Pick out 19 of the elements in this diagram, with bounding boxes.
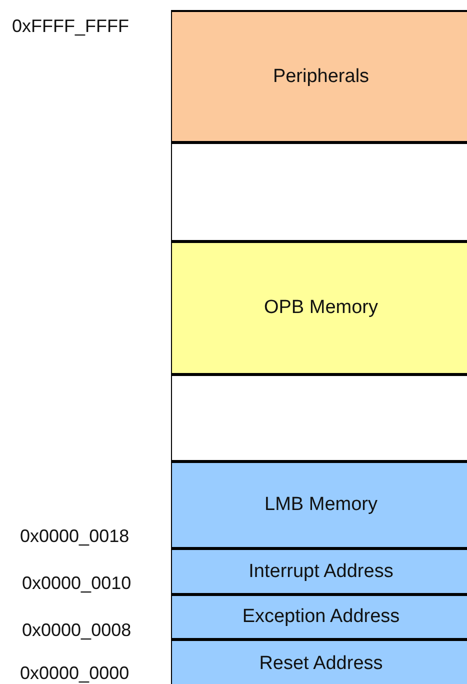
address-label: 0xFFFF_FFFF [12,16,129,37]
empty-region [171,142,467,241]
memory-region [171,594,467,639]
region-label: OPB Memory [264,297,378,319]
memory-region [171,241,467,374]
memory-region [171,10,467,142]
memory-region [171,461,467,548]
address-label: 0x0000_0008 [22,620,132,641]
region-label: Exception Address [242,606,400,628]
region-label: LMB Memory [264,494,378,516]
address-label: 0x0000_0018 [20,526,130,547]
region-label: Peripherals [272,66,370,88]
memory-region [171,639,467,684]
address-label: 0x0000_0010 [22,573,132,594]
empty-region [171,374,467,461]
memory-region [171,548,467,594]
region-label: Interrupt Address [248,560,394,582]
region-label: Reset Address [259,652,383,674]
address-label: 0x0000_0000 [20,663,130,684]
